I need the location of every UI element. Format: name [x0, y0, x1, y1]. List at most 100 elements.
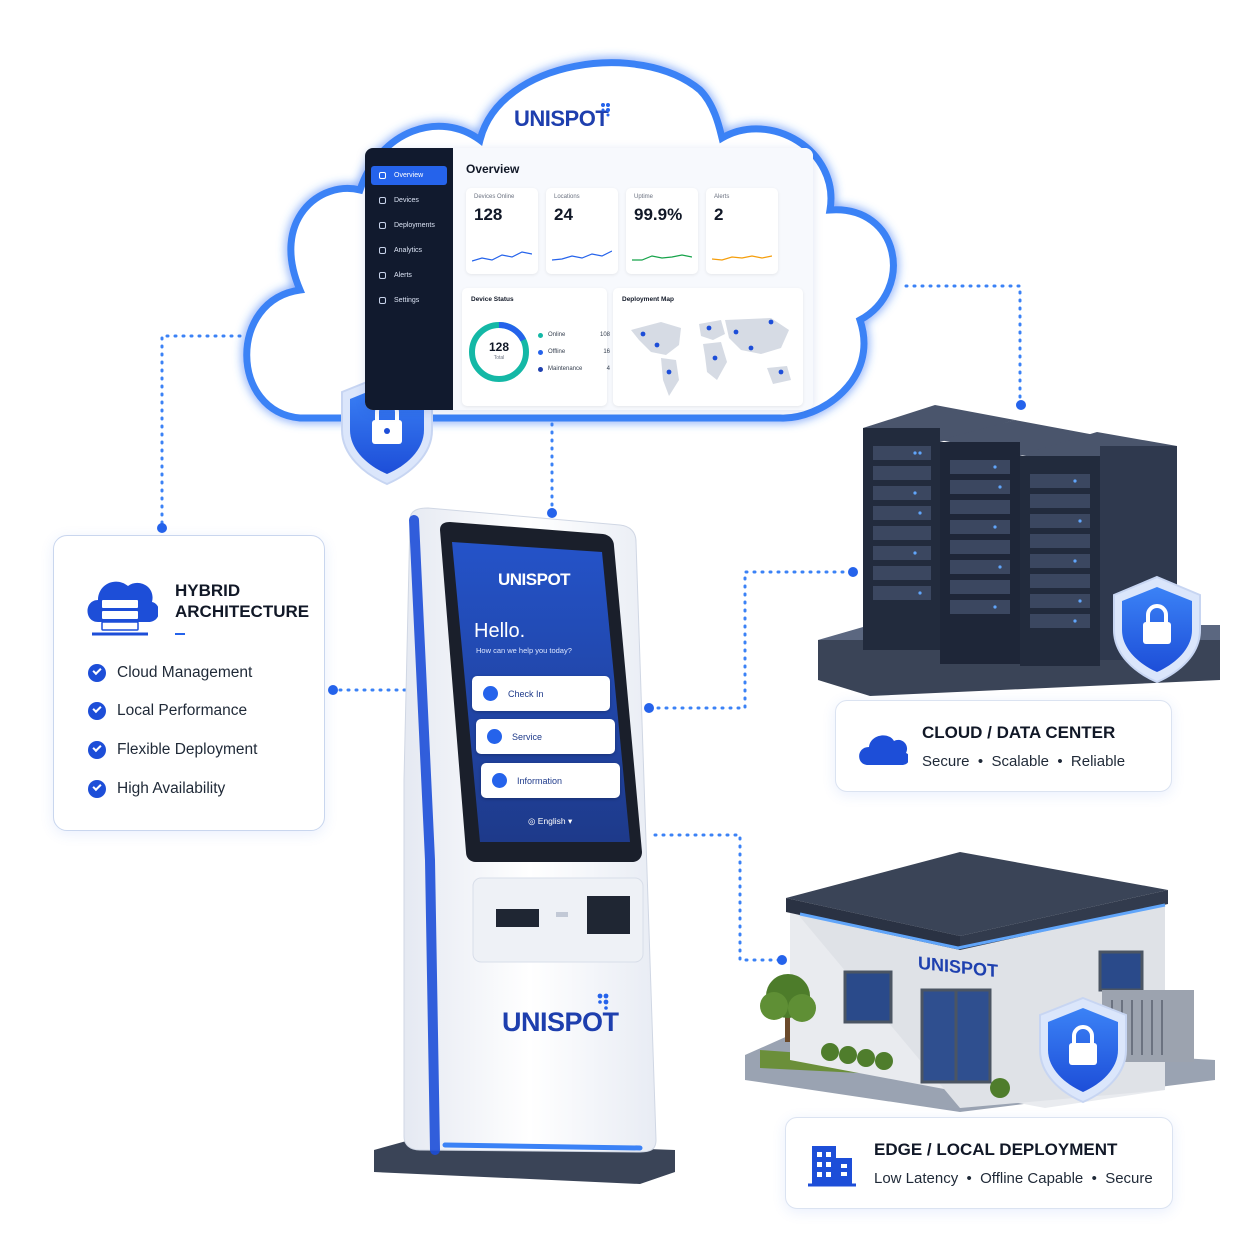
legend-value: 108	[599, 332, 610, 338]
kpi-label: Alerts	[714, 194, 730, 200]
legend-dot	[538, 349, 543, 355]
kiosk-body-logo: UNISPOT	[502, 1007, 619, 1037]
edge-building	[745, 852, 1215, 1112]
dashboard-main: Overview Devices Online 128 Locations 24…	[453, 148, 813, 410]
nav-item-analytics[interactable]: Analytics	[371, 241, 447, 260]
title-underline	[175, 633, 185, 635]
datacenter-card: CLOUD / DATA CENTER Secure • Scalable • …	[835, 700, 1172, 792]
brand-dots-icon	[597, 993, 609, 1010]
kpi-value: 99.9%	[634, 205, 683, 224]
sparkline	[552, 250, 612, 261]
edge-deployment-card: EDGE / LOCAL DEPLOYMENT Low Latency • Of…	[785, 1117, 1173, 1209]
grid-icon	[379, 172, 386, 179]
legend-label: Offline	[548, 349, 566, 355]
feature-label: Cloud Management	[117, 664, 253, 681]
nav-label: Analytics	[394, 247, 423, 254]
nav-item-devices[interactable]: Devices	[371, 191, 447, 210]
legend-dot	[538, 366, 543, 372]
legend-online: Online 108	[538, 332, 610, 338]
legend-offline: Offline 16	[538, 349, 610, 355]
kpi-card-alerts[interactable]: Alerts 2	[706, 188, 778, 274]
chart-icon	[379, 247, 386, 254]
feature-item: High Availability	[88, 780, 225, 798]
bell-icon	[379, 272, 386, 279]
language-label: English	[537, 816, 566, 826]
cloud-brand-logo: UNISPOT	[514, 106, 609, 131]
datacenter-subtitle: Secure • Scalable • Reliable	[922, 753, 1126, 770]
info-icon	[492, 773, 507, 788]
hybrid-architecture-card: HYBRID ARCHITECTURE Cloud Management Loc…	[53, 535, 325, 831]
legend-label: Maintenance	[548, 366, 583, 372]
nav-label: Overview	[394, 172, 424, 179]
nav-item-deployments[interactable]: Deployments	[371, 216, 447, 235]
connector-lines	[160, 284, 1022, 962]
service-button[interactable]: Service	[476, 719, 615, 754]
checkin-button[interactable]: Check In	[472, 676, 610, 711]
nav-item-alerts[interactable]: Alerts	[371, 266, 447, 285]
kiosk-illustration	[374, 507, 675, 1184]
nav-label: Devices	[394, 197, 419, 204]
nav-label: Settings	[394, 297, 420, 304]
server-racks	[818, 405, 1220, 696]
datacenter-title: CLOUD / DATA CENTER	[922, 723, 1116, 742]
check-icon	[88, 702, 106, 720]
cloud-server-icon	[87, 581, 158, 636]
feature-label: Flexible Deployment	[117, 741, 258, 758]
button-label: Service	[512, 731, 543, 742]
kpi-label: Locations	[554, 194, 580, 200]
donut-total-label: Total	[493, 355, 505, 361]
button-label: Check In	[508, 688, 544, 699]
donut-total: 128	[488, 340, 510, 354]
nav-item-settings[interactable]: Settings	[371, 291, 447, 310]
information-button[interactable]: Information	[481, 763, 620, 798]
kpi-card-locations[interactable]: Locations 24	[546, 188, 618, 274]
nav-item-overview[interactable]: Overview	[371, 166, 447, 185]
dashboard-window: Overview Devices Deployments Analytics A…	[365, 148, 813, 410]
feature-item: Flexible Deployment	[88, 741, 257, 759]
server-shield-icon	[1113, 575, 1201, 684]
kpi-card-devices-online[interactable]: Devices Online 128	[466, 188, 538, 274]
dashboard-title: Overview	[466, 162, 520, 176]
gear-icon	[379, 297, 386, 304]
building-icon	[808, 1146, 856, 1187]
building-shield-icon	[1039, 996, 1127, 1104]
kpi-label: Devices Online	[474, 194, 515, 200]
nav-label: Deployments	[394, 222, 435, 229]
deploy-icon	[379, 222, 386, 229]
sparkline	[712, 255, 772, 261]
kpi-row: Devices Online 128 Locations 24 Uptime 9…	[466, 188, 813, 274]
kpi-value: 2	[714, 205, 724, 224]
sparkline	[632, 254, 692, 261]
feature-label: High Availability	[117, 780, 226, 797]
panel-title: Device Status	[471, 296, 514, 303]
feature-item: Cloud Management	[88, 664, 252, 682]
cloud-icon	[859, 735, 908, 765]
panel-title: Deployment Map	[622, 296, 675, 303]
device-status-panel: Device Status 128 Total Online 108 Offlin…	[462, 288, 610, 406]
feature-label: Local Performance	[117, 702, 248, 719]
kiosk-greeting: Hello.	[474, 620, 526, 642]
language-selector[interactable]: ◎ English ▾	[528, 816, 573, 826]
legend-dot	[538, 332, 543, 338]
check-icon	[88, 664, 106, 682]
check-icon	[88, 780, 106, 798]
kpi-value: 128	[474, 205, 503, 224]
button-label: Information	[517, 775, 563, 786]
dashboard-sidebar: Overview Devices Deployments Analytics A…	[365, 148, 453, 410]
hybrid-title: HYBRID ARCHITECTURE	[175, 580, 309, 622]
brand-dots-icon	[601, 103, 610, 117]
kpi-card-uptime[interactable]: Uptime 99.9%	[626, 188, 698, 274]
legend-value: 16	[603, 349, 610, 355]
kpi-value: 24	[554, 205, 573, 224]
world-map	[631, 318, 791, 396]
kiosk-prompt: How can we help you today?	[476, 646, 572, 655]
user-icon	[483, 686, 498, 701]
feature-item: Local Performance	[88, 702, 247, 720]
kiosk-screen-logo: UNISPOT	[498, 570, 571, 589]
device-status-donut	[469, 322, 529, 382]
edge-subtitle: Low Latency • Offline Capable • Secure	[874, 1170, 1153, 1187]
devices-icon	[379, 197, 386, 204]
deployment-map-panel: Deployment Map	[613, 288, 803, 406]
user-icon	[487, 729, 502, 744]
legend-label: Online	[548, 332, 566, 338]
